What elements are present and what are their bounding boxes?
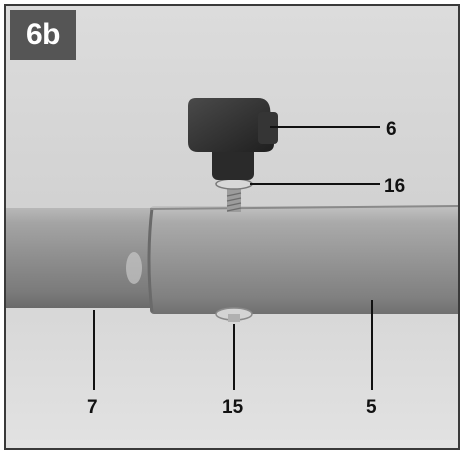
callout-5: 5	[366, 397, 377, 418]
top-washer	[215, 178, 253, 190]
thread-lines	[226, 192, 242, 212]
assembly-illustration	[6, 98, 458, 390]
figure-frame: 6b 6 16 7 15 5	[4, 4, 460, 450]
sleeve-edge	[147, 207, 154, 313]
callout-7: 7	[87, 397, 98, 418]
bottom-bolt	[228, 314, 240, 322]
callout-16: 16	[384, 176, 406, 197]
tube-right	[150, 206, 458, 314]
callout-15: 15	[222, 397, 244, 418]
knob-stem	[212, 146, 254, 180]
leader-lines	[93, 126, 380, 390]
tube-top-edge	[149, 205, 458, 210]
knob-tab	[258, 112, 278, 144]
figure-badge: 6b	[10, 10, 76, 60]
callout-6: 6	[386, 119, 397, 140]
knob-head	[188, 98, 274, 152]
tube-left-highlight	[126, 252, 142, 284]
